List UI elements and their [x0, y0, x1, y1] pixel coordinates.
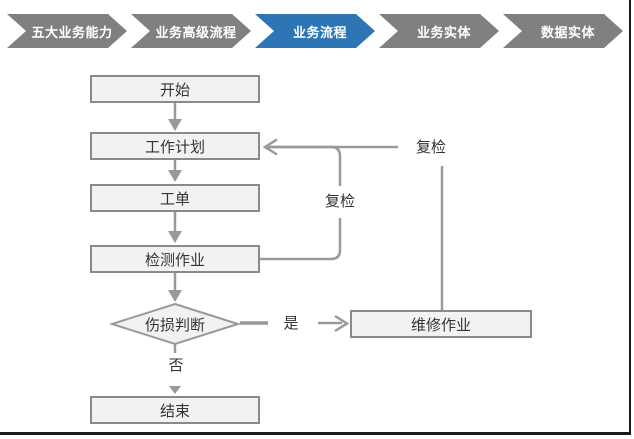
nav-step-label: 数据实体 [540, 24, 595, 40]
nav-step-five-capabilities[interactable]: 五大业务能力 [7, 14, 127, 48]
node-label: 工作计划 [144, 138, 205, 156]
nav-step-label: 业务实体 [416, 24, 471, 40]
edge-inspect-decision [168, 273, 182, 302]
node-inspect: 检测作业 [90, 245, 260, 273]
node-end: 结束 [90, 396, 260, 424]
edge-label-yes: 是 [281, 314, 301, 334]
node-start: 开始 [90, 75, 260, 103]
nav-step-high-level-process[interactable]: 业务高级流程 [131, 14, 251, 48]
nav-step-label: 业务高级流程 [155, 24, 237, 40]
edge-label-recheck-outer: 复检 [409, 138, 453, 158]
page-frame-right-border [629, 0, 631, 435]
edge-label-no: 否 [166, 356, 186, 376]
node-label: 伤损判断 [144, 316, 205, 334]
node-repair: 维修作业 [350, 310, 532, 338]
nav-step-business-entity[interactable]: 业务实体 [379, 14, 499, 48]
node-order: 工单 [90, 184, 260, 212]
edge-repair-plan-recheck [262, 138, 444, 310]
node-label: 检测作业 [144, 251, 205, 269]
page-frame-bottom-border [0, 432, 631, 435]
node-label: 工单 [159, 190, 190, 208]
nav-step-label: 五大业务能力 [31, 24, 113, 40]
node-label: 维修作业 [410, 316, 471, 334]
nav-step-business-process[interactable]: 业务流程 [255, 14, 375, 48]
edge-label-recheck-inner: 复检 [318, 192, 362, 212]
nav-step-label: 业务流程 [292, 24, 347, 40]
edge-start-plan [168, 103, 182, 131]
node-decision: 伤损判断 [112, 304, 238, 344]
edge-order-inspect [168, 212, 182, 243]
process-step-nav: 五大业务能力 业务高级流程 业务流程 业务实体 数据实体 [0, 0, 634, 62]
node-label: 开始 [159, 81, 190, 99]
node-plan: 工作计划 [90, 132, 260, 160]
node-label: 结束 [159, 402, 190, 420]
edge-plan-order [168, 160, 182, 182]
nav-step-data-entity[interactable]: 数据实体 [503, 14, 623, 48]
